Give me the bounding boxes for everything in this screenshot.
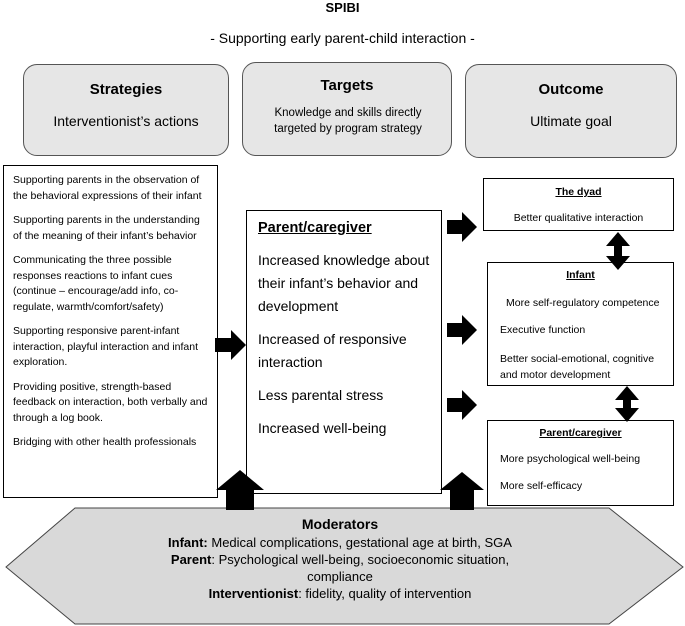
arrow-strategies-to-targets-icon <box>215 330 246 360</box>
double-arrow-infant-parent-icon <box>615 386 639 422</box>
outcome-infant-item: Executive function <box>500 324 586 336</box>
moderators-interventionist-text: : fidelity, quality of intervention <box>298 586 472 601</box>
moderators-infant: Infant: Medical complications, gestation… <box>60 534 620 551</box>
moderators-parent-label: Parent <box>170 552 212 567</box>
arrow-targets-to-infant-icon <box>447 315 477 345</box>
strategies-box: Supporting parents in the observation of… <box>3 165 218 498</box>
strategy-item: Supporting parents in the understanding … <box>13 214 200 242</box>
moderators-parent-text: : Psychological well-being, socioeconomi… <box>211 552 510 567</box>
targets-title: Parent/caregiver <box>258 220 372 236</box>
outcome-dyad-box: The dyad Better qualitative interaction <box>483 178 674 231</box>
moderators-parent: Parent: Psychological well-being, socioe… <box>60 551 620 568</box>
header-strategies: Strategies Interventionist’s actions <box>23 64 229 156</box>
outcome-infant-item: More self-regulatory competence <box>506 297 660 309</box>
outcome-infant-box: Infant More self-regulatory competence E… <box>487 262 674 386</box>
header-targets-subtitle: Knowledge and skills directly targeted b… <box>274 107 422 135</box>
arrow-targets-to-dyad-icon <box>447 212 477 242</box>
outcome-dyad-item: Better qualitative interaction <box>513 212 644 224</box>
moderators-shape <box>5 507 684 625</box>
strategy-item: Bridging with other health professionals <box>13 436 197 448</box>
outcome-parent-item: More psychological well-being <box>500 453 641 465</box>
header-strategies-title: Strategies <box>89 81 163 98</box>
arrow-moderators-to-targets-icon <box>440 472 484 510</box>
moderators-infant-label: Infant: <box>168 535 208 550</box>
outcome-parent-box: Parent/caregiver More psychological well… <box>487 420 674 506</box>
outcome-parent-item: More self-efficacy <box>500 480 583 492</box>
moderators-parent-cont: compliance <box>307 569 373 584</box>
diagram-title: SPIBI <box>325 0 360 15</box>
target-item: Increased well-being <box>258 420 387 436</box>
moderators-interventionist-label: Interventionist <box>208 586 299 601</box>
target-item: Less parental stress <box>258 387 384 403</box>
diagram-subtitle: - Supporting early parent-child interact… <box>210 30 475 46</box>
header-outcome-title: Outcome <box>538 81 604 98</box>
header-strategies-subtitle: Interventionist’s actions <box>53 113 199 129</box>
target-item: Increased of responsive interaction <box>258 331 407 370</box>
strategy-item: Supporting parents in the observation of… <box>13 174 202 202</box>
arrow-moderators-to-strategies-icon <box>216 470 264 510</box>
targets-box: Parent/caregiver Increased knowledge abo… <box>246 210 442 494</box>
strategy-item: Providing positive, strength-based feedb… <box>13 380 208 424</box>
moderators-title: Moderators <box>301 516 379 532</box>
outcome-dyad-title: The dyad <box>555 186 602 198</box>
strategy-item: Communicating the three possible respons… <box>13 254 179 313</box>
outcome-parent-title: Parent/caregiver <box>539 427 622 439</box>
target-item: Increased knowledge about their infant’s… <box>258 252 430 314</box>
header-outcome-subtitle: Ultimate goal <box>530 113 612 129</box>
moderators-text: Moderators Infant: Medical complications… <box>60 515 620 602</box>
outcome-infant-item: Better social-emotional, cognitive and m… <box>500 353 655 381</box>
header-targets: Targets Knowledge and skills directly ta… <box>242 62 452 156</box>
strategy-item: Supporting responsive parent-infant inte… <box>13 325 199 368</box>
header-targets-title: Targets <box>320 77 374 94</box>
outcome-infant-title: Infant <box>566 269 595 281</box>
header-outcome: Outcome Ultimate goal <box>465 64 677 158</box>
moderators-infant-text: Medical complications, gestational age a… <box>207 535 512 550</box>
double-arrow-dyad-infant-icon <box>606 232 630 270</box>
moderators-interventionist: Interventionist: fidelity, quality of in… <box>60 585 620 602</box>
arrow-targets-to-parent-icon <box>447 390 477 420</box>
